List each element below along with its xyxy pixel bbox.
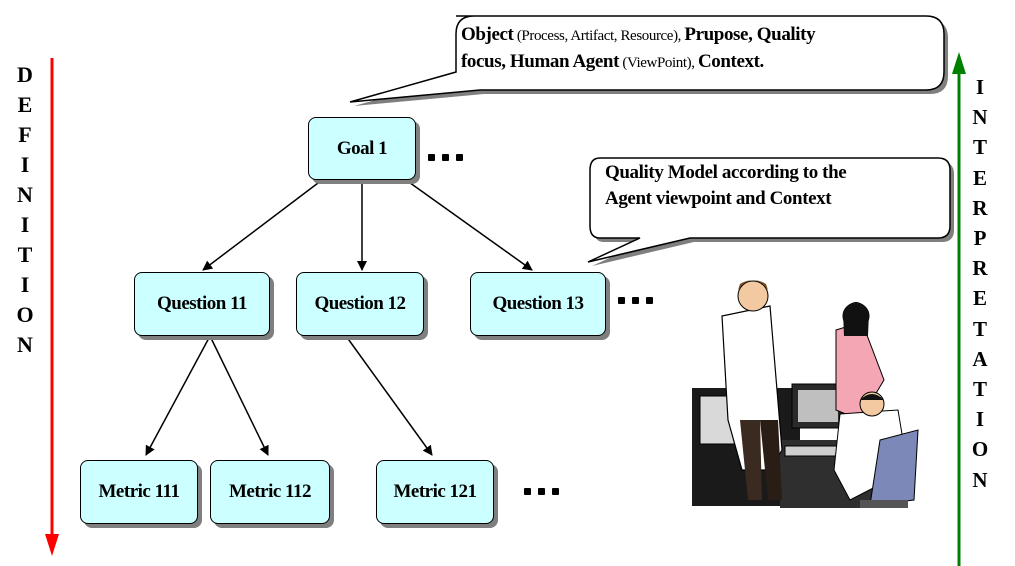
ellipsis-metrics	[524, 488, 559, 495]
definition-letter: E	[17, 92, 33, 117]
quality-callout-text: Quality Model according to the Agent vie…	[605, 160, 935, 212]
interpretation-letter: I	[975, 407, 985, 432]
interpretation-letter: T	[972, 135, 987, 160]
definition-label: D E F I N I T I O N	[10, 60, 40, 360]
quality-callout-line-2: Agent viewpoint and Context	[605, 188, 832, 209]
edge-q12-m121	[345, 335, 433, 456]
definition-letter: D	[17, 62, 33, 87]
office-people-illustration	[692, 280, 919, 508]
definition-letter: N	[17, 182, 33, 207]
goal-callout-line-1: Object (Process, Artifact, Resource), Pr…	[461, 22, 941, 49]
edge-q11-m111	[145, 335, 211, 456]
definition-letter: I	[20, 212, 30, 237]
edge-goal-q13	[405, 179, 533, 271]
interpretation-letter: P	[973, 226, 987, 251]
question-node: Question 13	[470, 272, 606, 336]
definition-letter: F	[18, 122, 32, 147]
interpretation-letter: A	[972, 346, 988, 371]
focus-agent-label: focus, Human Agent	[461, 51, 620, 72]
context-label: Context.	[697, 51, 764, 72]
metric-node: Metric 112	[210, 460, 330, 524]
metric-node: Metric 121	[376, 460, 494, 524]
question-node: Question 11	[134, 272, 270, 336]
interpretation-letter: T	[972, 377, 987, 402]
edge-goal-q11	[202, 179, 323, 271]
viewpoint-detail: (ViewPoint),	[619, 55, 698, 71]
interpretation-letter: E	[972, 165, 987, 190]
interpretation-letter: E	[972, 286, 987, 311]
definition-letter: N	[17, 332, 33, 357]
definition-letter: T	[17, 242, 33, 267]
object-label: Object	[461, 24, 514, 45]
definition-letter: I	[20, 152, 30, 177]
goal-callout-line-2: focus, Human Agent (ViewPoint), Context.	[461, 49, 941, 76]
edge-q11-m112	[209, 335, 269, 456]
interpretation-letter: O	[971, 437, 989, 462]
definition-arrow	[45, 58, 59, 556]
ellipsis-goals	[428, 154, 463, 161]
interpretation-label: I N T E R P R E T A T I O N	[965, 72, 995, 495]
ellipsis-questions	[618, 297, 653, 304]
interpretation-arrow	[952, 52, 966, 566]
metric-node: Metric 111	[80, 460, 198, 524]
definition-letter: O	[16, 302, 34, 327]
quality-callout-line-1: Quality Model according to the	[605, 162, 847, 183]
goal-node: Goal 1	[308, 117, 416, 180]
interpretation-letter: T	[972, 316, 987, 341]
interpretation-letter: R	[972, 256, 988, 281]
question-node: Question 12	[296, 272, 424, 336]
interpretation-letter: N	[972, 467, 988, 492]
goal-callout-text: Object (Process, Artifact, Resource), Pr…	[461, 22, 941, 76]
interpretation-letter: R	[972, 195, 988, 220]
quality-callout-bubble	[587, 157, 954, 266]
definition-letter: I	[20, 272, 30, 297]
interpretation-letter: I	[975, 75, 985, 99]
object-detail: (Process, Artifact, Resource),	[513, 28, 685, 44]
connectors	[145, 179, 533, 456]
purpose-quality-label: Prupose, Quality	[684, 24, 816, 45]
interpretation-letter: N	[972, 105, 988, 130]
goal-callout-bubble	[349, 15, 948, 106]
